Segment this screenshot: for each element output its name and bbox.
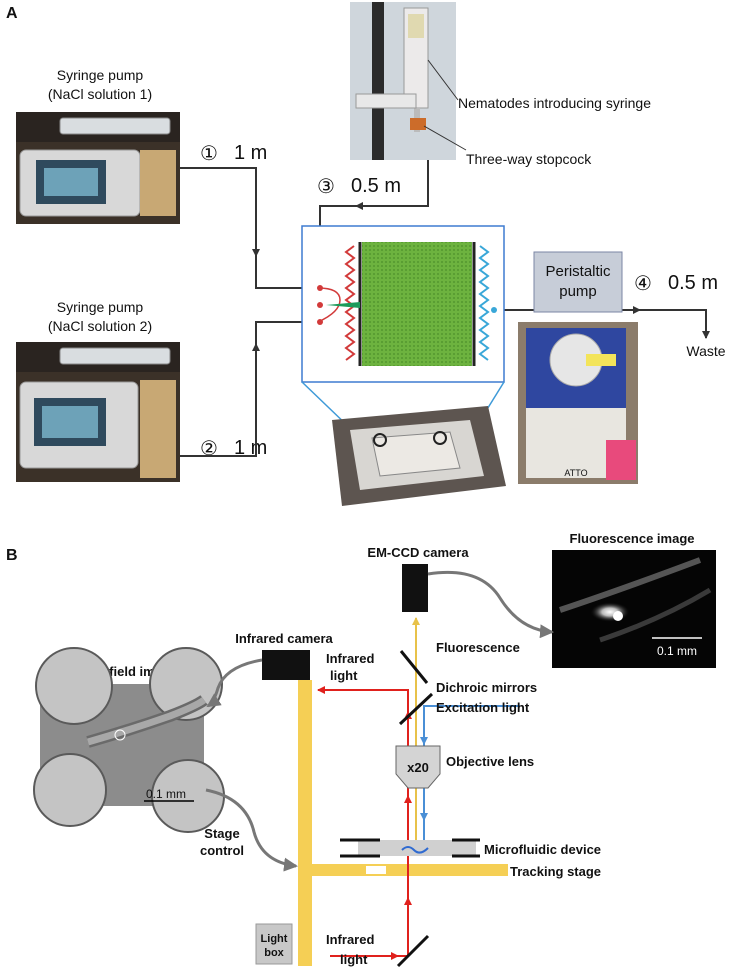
bottom-mirror: [396, 934, 430, 968]
peristaltic-pump-box: [533, 251, 623, 313]
em-ccd-camera: [402, 564, 428, 612]
tracking-stage-label: Tracking stage: [510, 864, 601, 879]
pump1-subtitle: (NaCl solution 1): [48, 86, 152, 102]
objective-label: Objective lens: [446, 754, 534, 769]
nematode-syringe-photo: [350, 2, 456, 160]
peristaltic-pump-photo: ATTO: [518, 322, 638, 484]
chip-holder-photo: [332, 406, 506, 506]
stage-control-arrow: [205, 788, 298, 872]
fluorescence-label: Fluorescence: [436, 640, 520, 655]
nematode-syringe-label: Nematodes introducing syringe: [458, 95, 651, 111]
microfluidic-label: Microfluidic device: [484, 842, 601, 857]
pump2-title: Syringe pump: [57, 299, 144, 315]
pump2-subtitle: (NaCl solution 2): [48, 318, 152, 334]
stage-window: [366, 866, 386, 874]
excitation-label: Excitation light: [436, 700, 530, 715]
ir-camera-to-image-arrow: [206, 658, 263, 708]
syringe-pump-2-photo: [16, 342, 180, 482]
microfluidic-device: [340, 838, 480, 858]
tube3-length: 0.5 m: [351, 175, 401, 197]
stopcock-label: Three-way stopcock: [466, 151, 592, 167]
ir-bottom-label-2: light: [340, 952, 368, 967]
ir-light-label-2: light: [330, 668, 358, 683]
peristaltic-label-2: pump: [559, 283, 597, 300]
stopcock-leader-line: [423, 125, 467, 151]
light-box: [255, 923, 293, 965]
infrared-camera: [262, 650, 310, 680]
fluorescence-image-title: Fluorescence image: [570, 531, 695, 546]
light-box-label-2: box: [264, 947, 284, 959]
em-ccd-to-image-arrow: [427, 570, 554, 639]
bright-scale-label: 0.1 mm: [146, 787, 186, 801]
infrared-beam: [322, 689, 409, 957]
dichroic-mirror-bottom: [398, 692, 434, 726]
light-box-label-1: Light: [261, 933, 288, 945]
objective-lens: [395, 745, 441, 789]
waste-label: Waste: [686, 343, 725, 359]
stage-vertical-post: [298, 680, 312, 966]
ir-camera-label: Infrared camera: [235, 631, 333, 646]
stage-control-label-2: control: [200, 843, 244, 858]
tube2-length: 1 m: [234, 437, 267, 459]
em-ccd-label: EM-CCD camera: [367, 545, 469, 560]
dichroic-mirror-top: [399, 650, 429, 684]
peristaltic-label-1: Peristaltic: [545, 263, 611, 280]
stage-control-label-1: Stage: [204, 826, 239, 841]
excitation-beam: [423, 705, 520, 850]
pump1-title: Syringe pump: [57, 67, 144, 83]
tube4-length: 0.5 m: [668, 272, 718, 294]
microfluidic-chip-diagram: [301, 225, 505, 383]
tube1-length: 1 m: [234, 142, 267, 164]
tube-1-line: [180, 167, 318, 289]
ir-bottom-label-1: Infrared: [326, 932, 374, 947]
brightfield-image: [33, 647, 225, 833]
tube2-number: ②: [200, 438, 218, 460]
tube-2-line: [180, 321, 318, 457]
fluor-scale-label: 0.1 mm: [657, 644, 697, 658]
pump-brand-label: ATTO: [564, 468, 587, 478]
panel-b-letter: B: [6, 547, 18, 564]
syringe-pump-1-photo: [16, 112, 180, 224]
tracking-stage-bar: [298, 864, 508, 876]
tube1-number: ①: [200, 143, 218, 165]
dichroic-label: Dichroic mirrors: [436, 680, 537, 695]
panel-a-letter: A: [6, 5, 18, 22]
ir-light-label-1: Infrared: [326, 651, 374, 666]
objective-magnification: x20: [407, 760, 429, 775]
tube3-number: ③: [317, 176, 335, 198]
tube4-number: ④: [634, 273, 652, 295]
syringe-leader-line: [427, 59, 459, 101]
fluorescence-image: [552, 550, 716, 668]
